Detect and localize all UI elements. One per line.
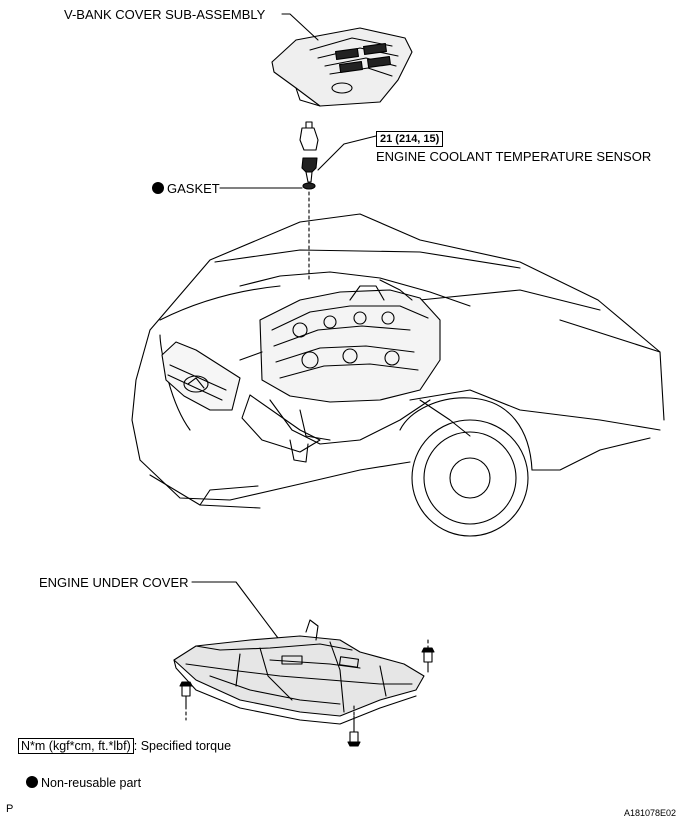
engine-block-drawing: [239, 279, 471, 463]
bolt-bottom-drawing: [347, 715, 361, 747]
torque-spec-box: 21 (214, 15): [376, 131, 444, 148]
vehicle-front-drawing: [131, 213, 665, 537]
figure-id: A181078E02: [624, 808, 677, 818]
engine-under-cover-drawing: [173, 619, 425, 725]
gasket-label-text: GASKET: [167, 181, 220, 196]
bolt-left-drawing: [179, 681, 193, 707]
legend-torque: N*m (kgf*cm, ft.*lbf): Specified torque: [18, 738, 232, 754]
coolant-sensor-drawing: [299, 121, 319, 190]
legend-non-reusable: Non-reusable part: [26, 776, 141, 790]
engine-under-cover-label: ENGINE UNDER COVER: [39, 575, 189, 590]
legend-dot-icon: [26, 776, 38, 788]
page-letter: P: [6, 803, 14, 815]
bolt-right-drawing: [421, 647, 435, 673]
v-bank-cover-label: V-BANK COVER SUB-ASSEMBLY: [64, 7, 266, 22]
legend-non-reusable-text: Non-reusable part: [41, 776, 142, 790]
coolant-sensor-label: ENGINE COOLANT TEMPERATURE SENSOR: [376, 149, 652, 164]
legend-torque-desc: : Specified torque: [133, 739, 232, 753]
non-reusable-dot-icon: [152, 182, 164, 194]
v-bank-cover-drawing: [271, 27, 413, 107]
gasket-label: GASKET: [152, 182, 220, 195]
legend-torque-units: N*m (kgf*cm, ft.*lbf): [18, 738, 134, 754]
